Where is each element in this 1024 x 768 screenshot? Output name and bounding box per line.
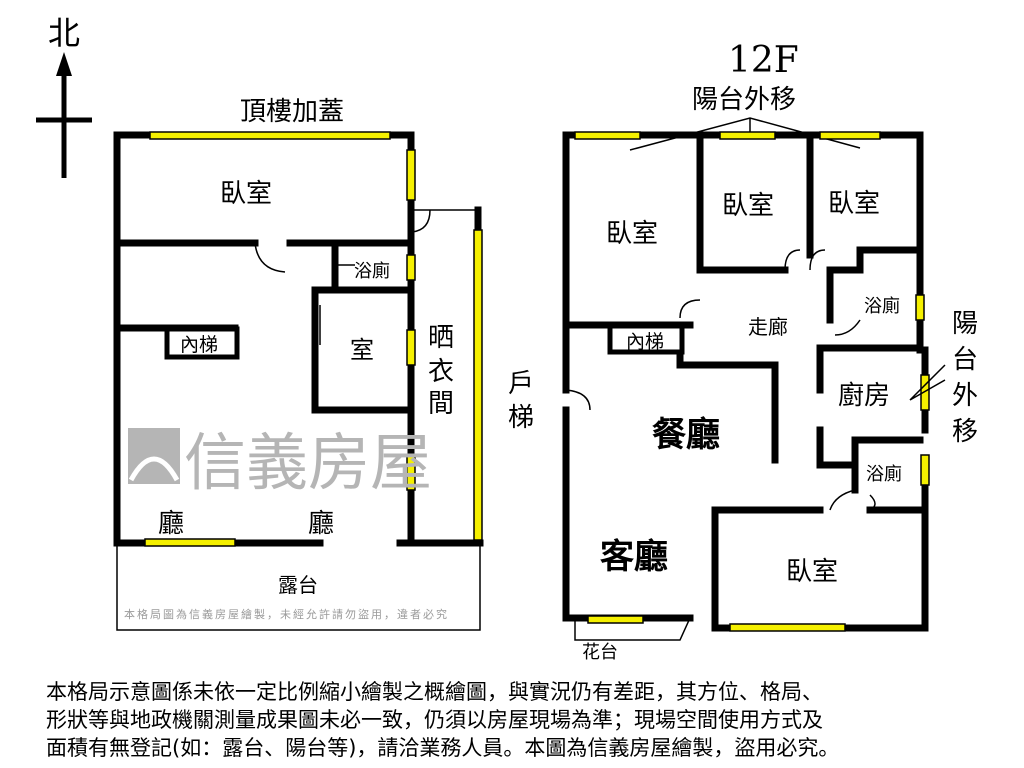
room-bedroom-2: 臥室 xyxy=(722,191,774,221)
floor-plan: 北 頂樓加蓋 臥室 浴廁 內梯 室 晒 衣 間 廳 廳 露台 12F 陽台外移 xyxy=(36,14,978,663)
room-planter: 花台 xyxy=(582,642,618,663)
room-living: 客廳 xyxy=(600,537,668,577)
room-entrance-2: 梯 xyxy=(508,403,534,433)
room-hall-right: 廳 xyxy=(308,509,334,539)
room-bedroom: 臥室 xyxy=(220,179,272,209)
room-terrace: 露台 xyxy=(278,573,318,597)
balcony-right-2: 台 xyxy=(952,345,978,375)
balcony-right-1: 陽 xyxy=(952,309,978,339)
balcony-right-3: 外 xyxy=(952,381,978,411)
disclaimer-line-2: 形狀等與地政機關測量成果圖未必一致，仍須以房屋現場為準；現場空間使用方式及 xyxy=(46,708,823,732)
north-arrow-icon xyxy=(36,52,92,178)
room-hall-left: 廳 xyxy=(158,509,184,539)
watermark: 信義房屋 本格局圖為信義房屋繪製，未經允許請勿盜用，違者必究 xyxy=(124,426,449,621)
room-laundry-2: 衣 xyxy=(428,357,454,387)
room-bathroom-1: 浴廁 xyxy=(864,295,900,317)
room-corridor: 走廊 xyxy=(748,315,788,339)
room-bathroom-2: 浴廁 xyxy=(866,463,902,485)
room-bedroom-3: 臥室 xyxy=(828,189,880,219)
room-kitchen: 廚房 xyxy=(838,381,890,411)
room-laundry-3: 間 xyxy=(428,389,454,419)
room-stairs: 內梯 xyxy=(180,334,218,356)
watermark-notice: 本格局圖為信義房屋繪製，未經允許請勿盜用，違者必究 xyxy=(124,607,449,621)
room-stairs: 內梯 xyxy=(626,331,664,353)
disclaimer-line-1: 本格局示意圖係未依一定比例縮小繪製之概繪圖，與實況仍有差距，其方位、格局、 xyxy=(46,680,823,704)
room-room: 室 xyxy=(350,336,374,364)
balcony-right-4: 移 xyxy=(952,417,978,447)
room-bedroom-4: 臥室 xyxy=(786,557,838,587)
left-plan-title: 頂樓加蓋 xyxy=(240,97,344,127)
north-label: 北 xyxy=(48,14,80,52)
disclaimer: 本格局示意圖係未依一定比例縮小繪製之概繪圖，與實況仍有差距，其方位、格局、 形狀… xyxy=(46,678,1006,762)
left-plan: 頂樓加蓋 臥室 浴廁 內梯 室 晒 衣 間 廳 廳 露台 xyxy=(113,97,484,631)
floor-label: 12F xyxy=(728,40,799,81)
room-entrance-1: 戶 xyxy=(508,369,534,399)
balcony-top-label: 陽台外移 xyxy=(692,85,796,115)
disclaimer-line-3: 面積有無登記(如：露台、陽台等)，請洽業務人員。本圖為信義房屋繪製，盜用必究。 xyxy=(46,736,840,760)
room-bathroom: 浴廁 xyxy=(354,260,390,282)
right-plan: 12F 陽台外移 臥室 臥室 臥室 走廊 浴廁 內梯 戶 梯 廚房 餐廳 浴廁 … xyxy=(508,40,978,663)
watermark-brand: 信義房屋 xyxy=(184,426,432,499)
room-laundry-1: 晒 xyxy=(428,323,454,353)
room-bedroom-1: 臥室 xyxy=(606,219,658,249)
room-dining: 餐廳 xyxy=(652,415,720,455)
